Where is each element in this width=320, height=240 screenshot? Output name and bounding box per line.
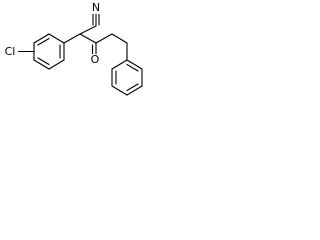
atom-label-nitrogen-group: N (90, 1, 102, 14)
ring2-bond (111, 85, 128, 96)
atom-label-chlorine: Cl (5, 45, 16, 58)
atom-label-oxygen: O (91, 53, 100, 66)
ring1-bond (48, 59, 65, 70)
ring2-bond (126, 59, 143, 70)
methylene-to-phenyl-bond (111, 33, 128, 44)
ring1-bond (48, 33, 65, 44)
atom-label-oxygen-group: O (89, 53, 102, 66)
atom-label-chlorine-group: Cl (2, 45, 18, 58)
ring1-double-bond (37, 37, 50, 46)
carbonyl-to-methylene-bond (95, 33, 113, 44)
phenyl-ring (111, 42, 143, 96)
ring2-double-bond (126, 63, 139, 72)
ring-to-alpha-carbon-bond (63, 33, 81, 44)
ring1-bond (33, 59, 50, 70)
alpha-to-nitrile-bond (79, 25, 97, 35)
ring2-bond (111, 59, 128, 70)
ring1-double-bond (37, 57, 50, 66)
molecule-structure-diagram: Cl N O (2, 1, 143, 96)
atom-label-nitrogen: N (92, 1, 100, 14)
ring2-double-bond (126, 83, 139, 92)
ring2-bond (126, 85, 143, 96)
ring1-bond (33, 33, 50, 44)
chlorophenyl-ring (33, 33, 65, 70)
alpha-to-carbonyl-bond (79, 33, 97, 44)
